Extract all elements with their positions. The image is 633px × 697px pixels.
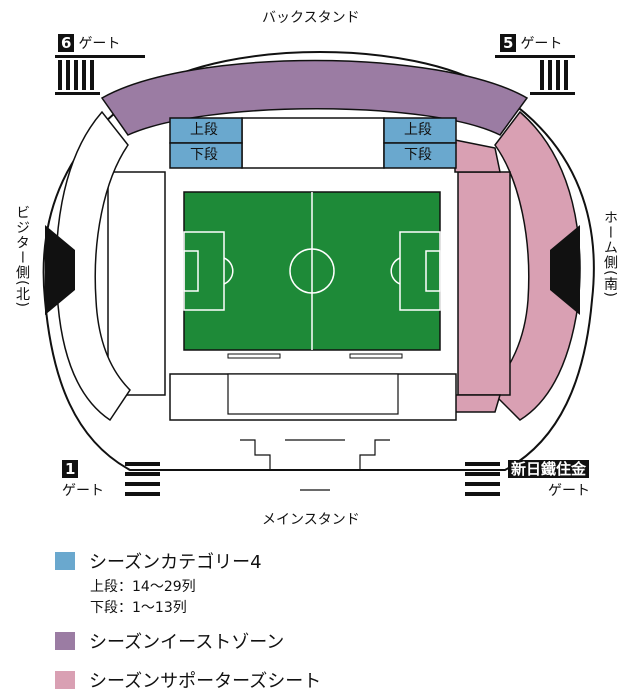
home-corner-bottom bbox=[454, 394, 502, 413]
legend-category4: シーズンカテゴリー4 bbox=[55, 548, 262, 574]
gate1-stairs bbox=[125, 462, 160, 496]
legend-east-zone: シーズンイーストゾーン bbox=[55, 628, 284, 654]
gate-6-number: 6 bbox=[58, 34, 75, 52]
gate-5-text: ゲート bbox=[520, 36, 563, 52]
cat4-right-upper-label: 上段 bbox=[404, 122, 432, 138]
cat4-right-lower bbox=[383, 142, 457, 169]
nittetsu-stairs bbox=[465, 462, 500, 496]
home-tunnel bbox=[550, 225, 580, 315]
main-stand-label: メインスタンド bbox=[262, 512, 360, 528]
gate-6-text: ゲート bbox=[78, 36, 121, 52]
cat4-right-lower-label: 下段 bbox=[404, 147, 432, 163]
home-side-label: ホーム側(南) bbox=[602, 210, 618, 298]
legend-east-zone-swatch bbox=[55, 632, 75, 650]
legend-category4-lower: 下段：1〜13列 bbox=[90, 600, 187, 616]
legend-supporters-label: シーズンサポーターズシート bbox=[89, 671, 322, 692]
home-inner-stand bbox=[457, 171, 511, 396]
back-inner-center bbox=[241, 117, 385, 169]
legend-category4-swatch bbox=[55, 552, 75, 570]
cat4-left-upper-label: 上段 bbox=[190, 122, 218, 138]
cat4-left-upper bbox=[169, 117, 243, 144]
gate-1: 1 bbox=[62, 460, 82, 478]
gate-nittetsu-text: ゲート bbox=[548, 483, 590, 499]
cat4-left-lower-label: 下段 bbox=[190, 147, 218, 163]
visitor-tunnel bbox=[45, 225, 75, 315]
gate-nittetsu-name: 新日鐵住金 bbox=[508, 460, 590, 478]
visitor-inner-stand bbox=[107, 171, 166, 396]
legend-category4-upper: 上段：14〜29列 bbox=[90, 579, 196, 595]
cat4-left-lower bbox=[169, 142, 243, 169]
stadium-map bbox=[42, 51, 595, 496]
back-stand-label: バックスタンド bbox=[262, 10, 360, 26]
gate-1-text: ゲート bbox=[62, 483, 104, 499]
gate-1-number: 1 bbox=[62, 460, 79, 478]
back-stand-east-zone bbox=[100, 59, 529, 136]
visitor-side-label: ビジター側(北) bbox=[14, 205, 30, 308]
home-stand-supporters bbox=[488, 110, 581, 421]
gate5-stairs bbox=[495, 55, 575, 95]
gate-5-number: 5 bbox=[500, 34, 517, 52]
legend-category4-label: シーズンカテゴリー4 bbox=[89, 552, 262, 573]
gate-nittetsu: 新日鐵住金 bbox=[508, 460, 593, 478]
legend-supporters: シーズンサポーターズシート bbox=[55, 667, 321, 693]
visitor-outer-stand bbox=[55, 110, 131, 422]
gate6-stairs bbox=[55, 55, 145, 95]
legend-supporters-swatch bbox=[55, 671, 75, 689]
legend-east-zone-label: シーズンイーストゾーン bbox=[89, 632, 285, 653]
